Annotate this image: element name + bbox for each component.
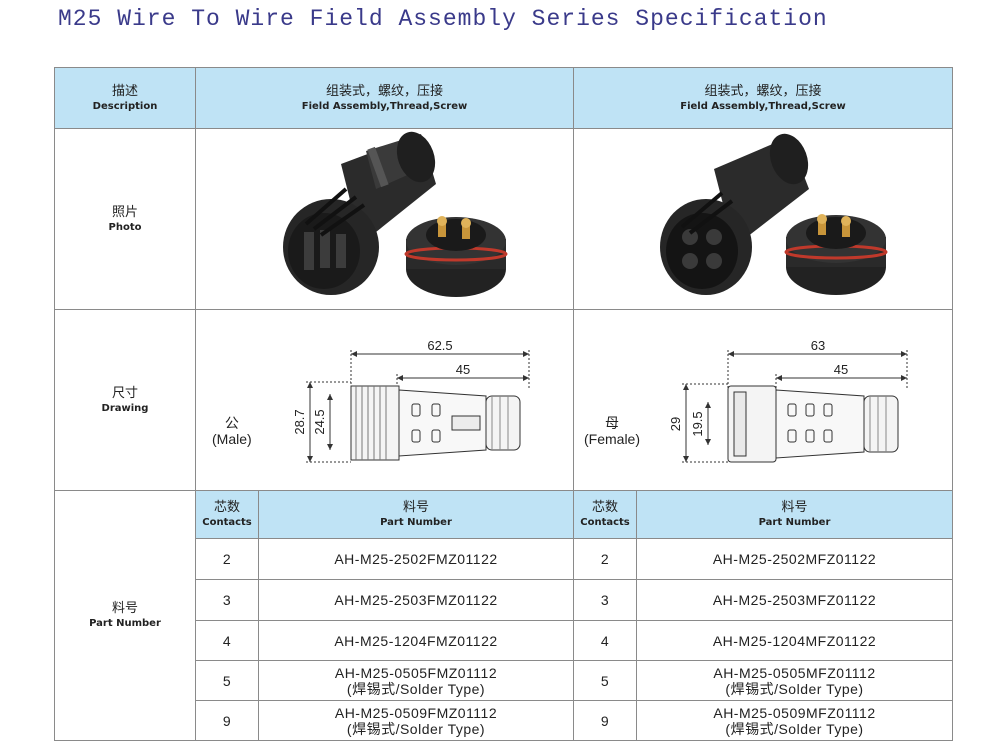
male-pn-value: AH-M25-0505FMZ01112 [334,664,498,681]
male-dim-inner: 24.5 [312,409,327,434]
page-title: M25 Wire To Wire Field Assembly Series S… [58,6,828,32]
male-connector-photo [283,131,508,297]
female-contacts-en: Contacts [580,517,630,528]
male-pn-value: AH-M25-0509FMZ01112 [334,704,498,721]
photo-label: 照片 Photo [54,128,196,310]
header-female: 组装式，螺纹，压接 Field Assembly,Thread,Screw [573,67,953,129]
male-dimension-drawing: 62.5 45 28.7 24.5 [292,338,530,463]
female-dimension-drawing: 63 45 29 19.5 [668,338,908,463]
male-pn-en: Part Number [380,517,452,528]
female-row-pn: AH-M25-0505MFZ01112 (焊锡式/Solder Type) [636,660,953,701]
male-row-pn: AH-M25-2502FMZ01122 [258,538,574,580]
male-gender-cn: 公 [224,415,239,431]
female-pn-note: (焊锡式/Solder Type) [725,720,864,737]
female-pn-value: AH-M25-2502MFZ01122 [712,551,877,567]
female-dim-body: 45 [834,362,848,377]
header-col1-en: Field Assembly,Thread,Screw [301,100,468,112]
male-photo-cell [195,128,574,310]
female-panel-part [784,214,888,295]
female-gender-cn: 母 [605,415,619,431]
photo-label-cn: 照片 [111,204,138,220]
header-col2-cn: 组装式，螺纹，压接 [704,83,822,99]
male-row-pn: AH-M25-1204FMZ01122 [258,620,574,661]
header-col2-en: Field Assembly,Thread,Screw [680,100,846,112]
male-connector-body [283,131,436,295]
female-row-pn: AH-M25-2503MFZ01122 [636,579,953,621]
part-label-en: Part Number [89,618,161,629]
header-desc-en: Description [92,100,158,112]
female-pn-header: 料号 Part Number [636,490,953,539]
male-row-contacts: 2 [195,538,259,580]
female-connector-body [660,133,809,295]
female-row-pn: AH-M25-1204MFZ01122 [636,620,953,661]
male-gender-label: 公 (Male) [212,415,252,447]
female-photo-cell [573,128,953,310]
female-row-contacts: 4 [573,620,637,661]
male-pn-value: AH-M25-1204FMZ01122 [334,632,498,649]
male-row-pn: AH-M25-0509FMZ01112 (焊锡式/Solder Type) [258,700,574,741]
male-panel-part [404,216,508,297]
female-row-pn: AH-M25-0509MFZ01112 (焊锡式/Solder Type) [636,700,953,741]
male-contacts-en: Contacts [202,517,252,528]
male-contacts-cn: 芯数 [213,500,240,515]
male-contacts-header: 芯数 Contacts [195,490,259,539]
female-pn-value: AH-M25-1204MFZ01122 [712,632,877,649]
male-row-pn: AH-M25-0505FMZ01112 (焊锡式/Solder Type) [258,660,574,701]
female-gender-en: (Female) [584,431,641,447]
part-number-label: 料号 Part Number [54,490,196,741]
male-dim-body: 45 [456,362,470,377]
male-pn-note: (焊锡式/Solder Type) [346,720,486,737]
male-pn-cn: 料号 [402,500,429,515]
drawing-label-cn: 尺寸 [111,385,138,401]
female-dim-inner: 19.5 [690,411,705,436]
male-dim-overall: 62.5 [427,338,452,353]
male-row-contacts: 3 [195,579,259,621]
male-row-pn: AH-M25-2503FMZ01122 [258,579,574,621]
header-description: 描述 Description [54,67,196,129]
male-gender-en: (Male) [212,431,252,447]
female-contacts-cn: 芯数 [591,500,618,515]
header-col1-cn: 组装式，螺纹，压接 [325,83,443,99]
female-contacts-header: 芯数 Contacts [573,490,637,539]
male-row-contacts: 4 [195,620,259,661]
male-dim-outer: 28.7 [292,409,307,434]
male-pn-note: (焊锡式/Solder Type) [346,680,486,697]
male-pn-value: AH-M25-2503FMZ01122 [334,592,498,608]
male-row-contacts: 9 [195,700,259,741]
female-dim-outer: 29 [668,417,683,431]
female-connector-photo [660,133,888,295]
photo-label-en: Photo [108,221,142,233]
drawing-label: 尺寸 Drawing [54,309,196,491]
female-row-pn: AH-M25-2502MFZ01122 [636,538,953,580]
female-row-contacts: 2 [573,538,637,580]
female-pn-value: AH-M25-2503MFZ01122 [712,592,877,608]
female-row-contacts: 5 [573,660,637,701]
part-label-cn: 料号 [111,601,138,616]
female-pn-note: (焊锡式/Solder Type) [725,680,864,697]
female-pn-value: AH-M25-0509MFZ01112 [713,704,876,721]
drawing-label-en: Drawing [101,402,149,414]
male-row-contacts: 5 [195,660,259,701]
female-pn-en: Part Number [758,517,831,528]
spec-table: 描述 Description 组装式，螺纹，压接 Field Assembly,… [54,67,953,741]
male-pn-header: 料号 Part Number [258,490,574,539]
female-drawing-cell: 母 (Female) [573,309,953,491]
header-desc-cn: 描述 [111,83,138,99]
female-pn-cn: 料号 [781,500,808,515]
male-pn-value: AH-M25-2502FMZ01122 [334,551,498,567]
female-row-contacts: 9 [573,700,637,741]
male-drawing-cell: 公 (Male) [195,309,574,491]
header-male: 组装式，螺纹，压接 Field Assembly,Thread,Screw [195,67,574,129]
female-gender-label: 母 (Female) [584,415,640,447]
female-pn-value: AH-M25-0505MFZ01112 [713,664,876,681]
female-row-contacts: 3 [573,579,637,621]
female-dim-overall: 63 [811,338,825,353]
